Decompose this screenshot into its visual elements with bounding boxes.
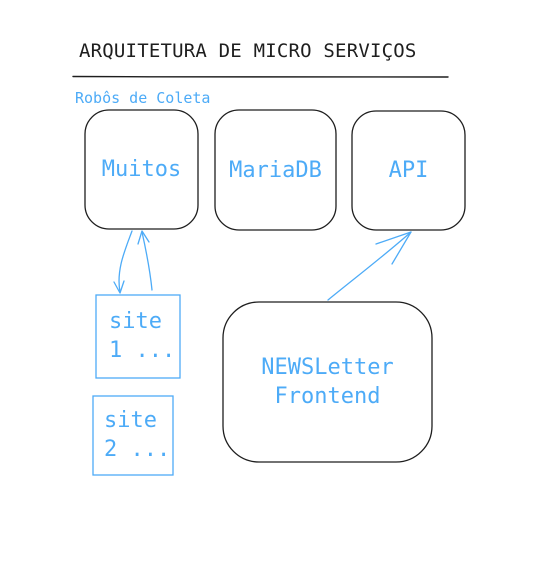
title-underline	[72, 75, 449, 78]
site1-label: site 1 ...	[109, 307, 179, 367]
mariadb-label: MariaDB	[229, 157, 322, 183]
site2-box	[92, 395, 174, 476]
api-box	[351, 110, 466, 231]
arrow-newsletter-to-api	[327, 231, 412, 301]
mariadb-box	[214, 109, 337, 231]
arrow-site1-to-muitos	[141, 231, 153, 291]
site1-label-line1: site	[109, 309, 162, 334]
newsletter-label-line1: NEWSLetter	[261, 355, 394, 380]
site1-label-line2: 1 ...	[109, 338, 176, 363]
newsletter-label: NEWSLetter Frontend	[223, 302, 432, 462]
arrow-muitos-to-site1	[118, 230, 133, 293]
site2-label: site 2 ...	[104, 406, 172, 466]
muitos-label: Muitos	[101, 157, 182, 182]
diagram-title: ARQUITETURA DE MICRO SERVIÇOS	[79, 40, 417, 62]
newsletter-box	[222, 301, 433, 463]
api-label: API	[388, 158, 429, 183]
newsletter-label-line2: Frontend	[274, 384, 381, 409]
group-label-collection-robots: Robôs de Coleta	[75, 89, 211, 107]
site2-label-line1: site	[104, 408, 157, 433]
arrow-newsletter-to-api-head	[375, 231, 412, 265]
site2-label-line2: 2 ...	[104, 437, 171, 462]
site1-box	[95, 294, 181, 379]
arrow-site1-to-muitos-head	[137, 230, 150, 245]
arrow-muitos-to-site1-head	[113, 280, 125, 294]
muitos-box	[84, 109, 199, 230]
